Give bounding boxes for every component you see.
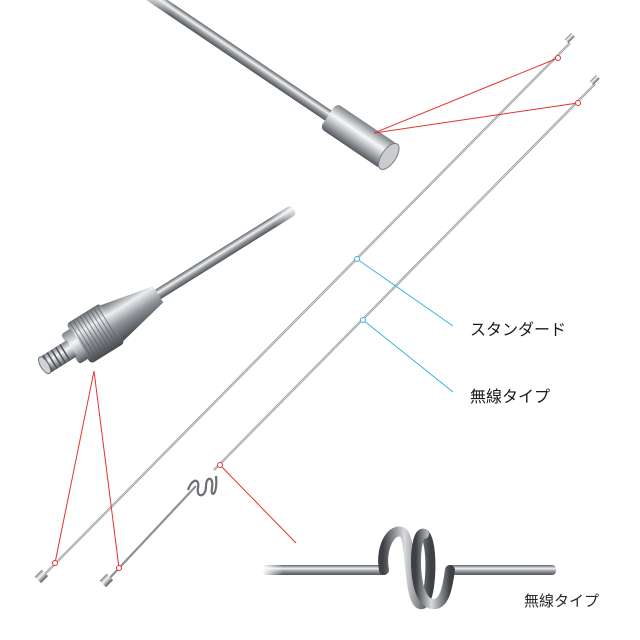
antenna-standard <box>34 33 575 584</box>
coil-closeup <box>262 526 556 609</box>
rod-tip-closeup <box>133 0 400 170</box>
cyan-callouts <box>354 256 454 393</box>
caption-wireless: 無線タイプ <box>524 592 600 610</box>
label-wireless: 無線タイプ <box>470 387 551 406</box>
antenna-base-closeup <box>38 196 307 375</box>
label-standard: スタンダード <box>470 320 567 339</box>
red-callouts <box>52 55 581 571</box>
